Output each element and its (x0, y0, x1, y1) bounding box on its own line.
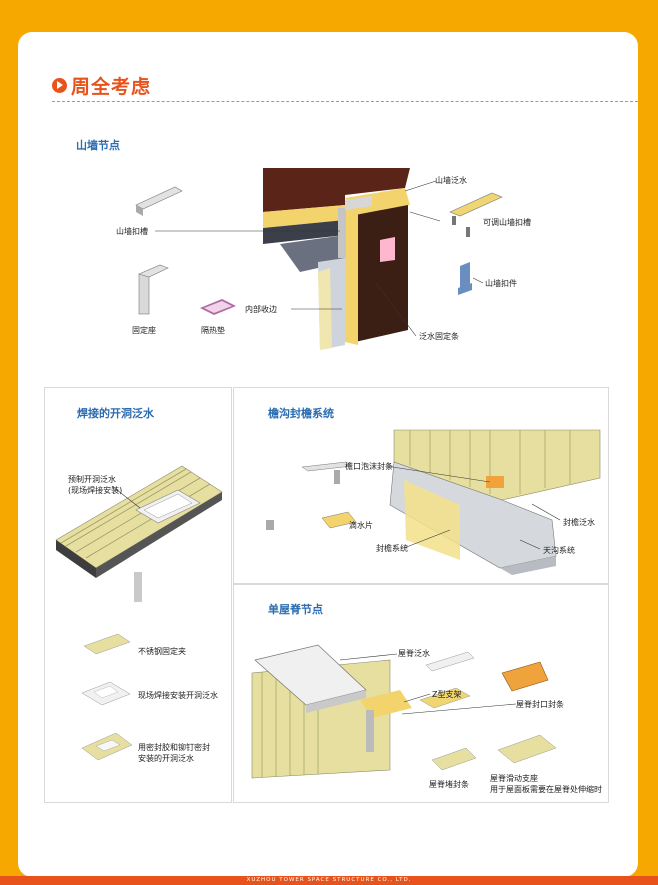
gutter-section-title: 檐沟封檐系统 (268, 407, 334, 420)
prefab-opening-label-2: (现场焊接安装) (68, 486, 123, 495)
gable-bracket-label: 山墙扣件 (485, 279, 517, 288)
ridge-seal-label: 屋脊封口封条 (516, 700, 564, 709)
drip-label: 滴水片 (349, 521, 373, 530)
header-divider (52, 101, 638, 102)
eave-system-label: 封檐系统 (376, 544, 408, 553)
thermal-pad-label: 隔热垫 (201, 326, 225, 335)
ridge-cover-label: 屋脊堵封条 (429, 780, 469, 789)
fixed-seat-label: 固定座 (132, 326, 156, 335)
footer-bar (0, 876, 658, 885)
opening-panel (44, 387, 232, 803)
seal-label-2: 安装的开洞泛水 (138, 754, 194, 763)
prefab-opening-label-1: 预制开洞泛水 (68, 475, 116, 484)
play-arrow-icon (52, 78, 67, 93)
ridge-slide-label-1: 屋脊滑动支座 (490, 774, 538, 783)
footer-company-name: XUZHOU TOWER SPACE STRUCTURE CO., LTD. (246, 877, 412, 883)
ridge-section-title: 单屋脊节点 (268, 603, 323, 616)
gable-flashing-label: 山墙泛水 (435, 176, 467, 185)
field-weld-label: 现场焊接安装开洞泛水 (138, 691, 218, 700)
gable-section-title: 山墙节点 (76, 139, 120, 152)
ridge-flashing-label: 屋脊泛水 (398, 649, 430, 658)
adjustable-clip-label: 可调山墙扣槽 (483, 218, 531, 227)
ridge-slide-label-2: 用于屋面板需要在屋脊处伸缩时 (490, 785, 602, 794)
page-title: 周全考虑 (71, 76, 152, 98)
eave-strip-label: 檐口泡沫封条 (345, 462, 393, 471)
gable-channel-label: 山墙扣槽 (116, 227, 148, 236)
eave-flashing-label: 封檐泛水 (563, 518, 595, 527)
z-bracket-label: Z型支架 (432, 690, 462, 699)
stainless-clip-label: 不锈钢固定夹 (138, 647, 186, 656)
flashing-strip-label: 泛水固定条 (419, 332, 459, 341)
seal-label-1: 用密封胶和铆钉密封 (138, 743, 210, 752)
inner-trim-label: 内部收边 (245, 305, 277, 314)
section-header: 周全考虑 (52, 72, 151, 99)
opening-section-title: 焊接的开洞泛水 (77, 407, 154, 420)
gutter-system-label: 天沟系统 (543, 546, 575, 555)
